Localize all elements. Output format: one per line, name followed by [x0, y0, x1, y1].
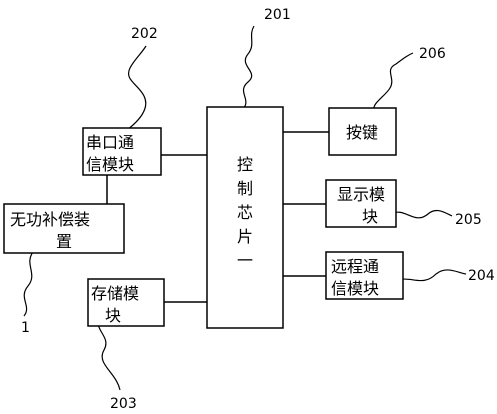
connections	[106, 131, 329, 303]
control-chip-label-2: 制	[237, 179, 253, 198]
key-module-box	[328, 107, 397, 156]
control-chip-label-4: 片	[237, 227, 253, 246]
control-chip-box	[206, 106, 284, 329]
ref-204: 204	[468, 268, 495, 284]
reference-numerals: 201 202 206 205 204 203 1	[21, 7, 495, 412]
ref-1: 1	[21, 320, 30, 336]
display-module-block: 显示模 块	[325, 179, 397, 228]
ref-201: 201	[264, 7, 291, 23]
control-chip-label-5: 一	[237, 251, 253, 270]
control-chip-label-1: 控	[237, 155, 253, 174]
leader-201	[241, 25, 255, 111]
serial-module-label-2: 信模块	[86, 155, 134, 174]
remote-module-label-2: 信模块	[331, 279, 379, 298]
key-module-block: 按键	[328, 107, 397, 156]
storage-module-block: 存储模 块	[87, 278, 165, 327]
compensation-device-box	[3, 203, 125, 254]
leader-1	[23, 251, 34, 317]
remote-module-box	[325, 251, 404, 300]
compensation-device-block: 无功补偿装 置	[3, 203, 125, 254]
control-chip-block: 控 制 芯 片 一	[206, 106, 284, 329]
leader-205	[389, 209, 453, 219]
compensation-device-label-1: 无功补偿装	[10, 210, 90, 229]
remote-module-block: 远程通 信模块	[325, 251, 404, 300]
display-module-label-1: 显示模	[337, 185, 385, 204]
remote-module-label-1: 远程通	[331, 257, 379, 276]
storage-module-box	[87, 278, 165, 327]
ref-206: 206	[419, 46, 446, 62]
storage-module-label-2: 块	[105, 306, 121, 325]
compensation-device-label-2: 置	[56, 232, 72, 251]
leader-203	[97, 315, 121, 391]
serial-module-label-1: 串口通	[86, 133, 134, 152]
leader-202	[126, 45, 147, 131]
leader-206	[373, 52, 414, 115]
ref-202: 202	[131, 26, 158, 42]
control-chip-label-3: 芯	[237, 203, 253, 222]
display-module-label-2: 块	[362, 207, 378, 226]
display-module-box	[325, 179, 397, 228]
serial-module-block: 串口通 信模块	[82, 127, 162, 176]
ref-203: 203	[110, 396, 137, 412]
storage-module-label-1: 存储模	[91, 284, 139, 303]
ref-205: 205	[455, 212, 482, 228]
serial-module-box	[82, 127, 162, 176]
key-module-label: 按键	[346, 123, 378, 142]
